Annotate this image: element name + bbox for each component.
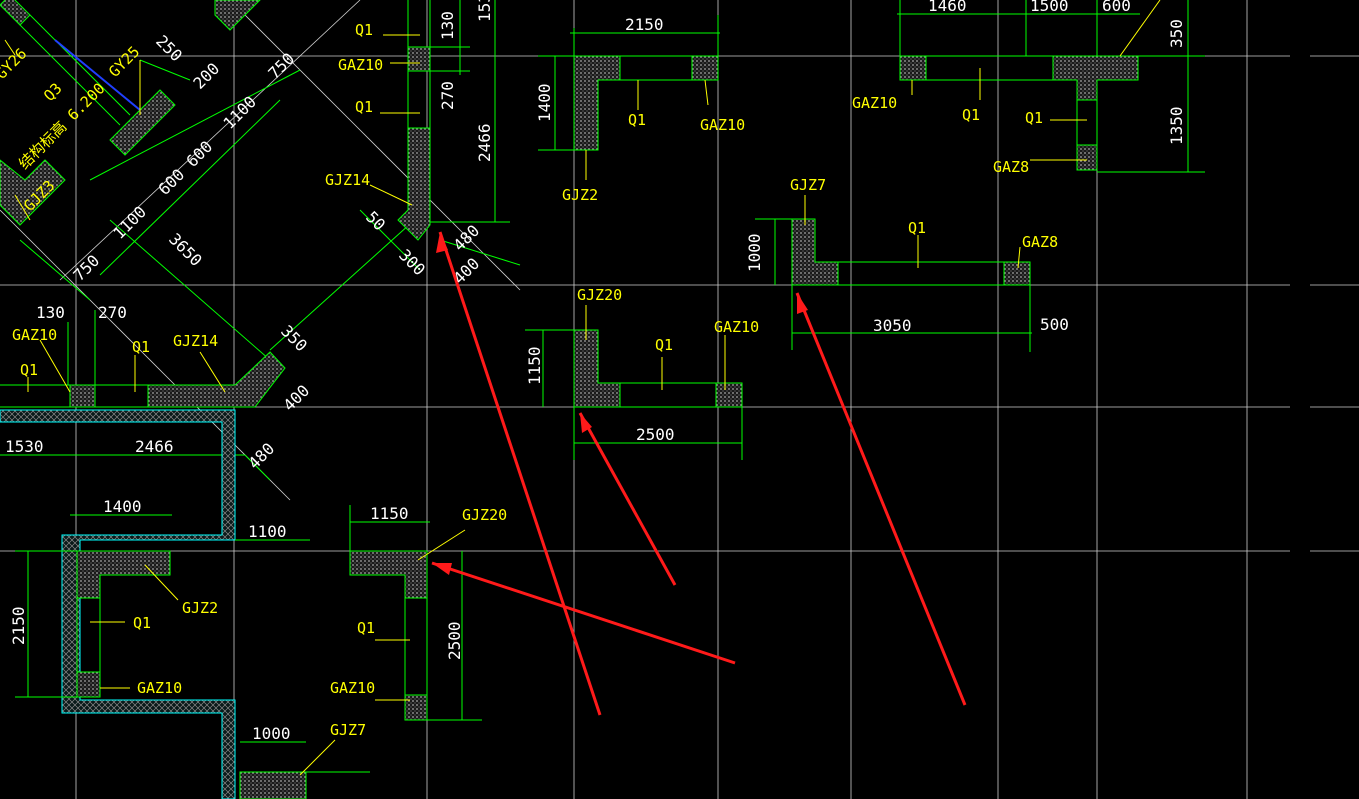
dim-350b: 350 bbox=[277, 321, 311, 355]
dim-3650: 3650 bbox=[165, 229, 206, 270]
label-gjz20-a: GJZ20 bbox=[577, 286, 622, 304]
label-gaz10-a: GAZ10 bbox=[338, 56, 383, 74]
label-q1-e: Q1 bbox=[1025, 109, 1043, 127]
dim-600a: 600 bbox=[182, 137, 216, 171]
dim-750b: 750 bbox=[69, 251, 103, 285]
dim-1400b: 1400 bbox=[103, 497, 142, 516]
dim-400b: 400 bbox=[279, 381, 313, 415]
dim-200: 200 bbox=[189, 59, 223, 93]
column-gjz7-mid bbox=[755, 218, 1032, 352]
column-gjz14-top bbox=[359, 0, 521, 271]
dim-1400a: 1400 bbox=[535, 83, 554, 122]
label-gaz8-a: GAZ8 bbox=[993, 158, 1029, 176]
column-gjz20-bottom bbox=[349, 505, 482, 721]
label-q1-g: Q1 bbox=[655, 336, 673, 354]
label-gaz10-f: GAZ10 bbox=[137, 679, 182, 697]
column-gjz2-bottom bbox=[15, 514, 310, 698]
label-q1-h: Q1 bbox=[20, 361, 38, 379]
label-q3: Q3 bbox=[40, 79, 66, 105]
dim-50: 50 bbox=[362, 207, 389, 234]
label-gjz2-a: GJZ2 bbox=[562, 186, 598, 204]
column-gjz20-mid bbox=[525, 329, 743, 460]
label-gjz14-a: GJZ14 bbox=[325, 171, 370, 189]
label-gaz10-d: GAZ10 bbox=[714, 318, 759, 336]
dim-1530a: 1530 bbox=[475, 0, 494, 22]
dim-130a: 130 bbox=[438, 11, 457, 40]
column-gjz2-top bbox=[538, 15, 720, 151]
label-gaz10-b: GAZ10 bbox=[700, 116, 745, 134]
dim-2466b: 2466 bbox=[135, 437, 174, 456]
dim-270b: 270 bbox=[98, 303, 127, 322]
column-gjz7-bottom bbox=[239, 741, 370, 799]
dim-1460: 1460 bbox=[928, 0, 967, 15]
label-q1-f: Q1 bbox=[908, 219, 926, 237]
label-q1-a: Q1 bbox=[355, 21, 373, 39]
dim-1350: 1350 bbox=[1167, 106, 1186, 145]
dim-1100a: 1100 bbox=[219, 92, 260, 133]
label-q1-j: Q1 bbox=[133, 614, 151, 632]
annotation-arrows bbox=[431, 231, 967, 716]
dim-600c: 600 bbox=[1102, 0, 1131, 15]
dim-480a: 480 bbox=[449, 221, 483, 255]
dim-130b: 130 bbox=[36, 303, 65, 322]
dim-1500: 1500 bbox=[1030, 0, 1069, 15]
dim-1150a: 1150 bbox=[525, 346, 544, 385]
dim-3050: 3050 bbox=[873, 316, 912, 335]
leader-lines bbox=[4, 0, 1161, 776]
cyan-outline-shaft bbox=[0, 409, 236, 799]
label-gy25: GY25 bbox=[105, 43, 143, 81]
dim-2150b: 2150 bbox=[9, 606, 28, 645]
dim-350a: 350 bbox=[1167, 19, 1186, 48]
label-gaz10-e: GAZ10 bbox=[12, 326, 57, 344]
dim-2500a: 2500 bbox=[636, 425, 675, 444]
diagonal-wall-group bbox=[0, 0, 421, 361]
label-q1-k: Q1 bbox=[357, 619, 375, 637]
dim-1100c: 1100 bbox=[248, 522, 287, 541]
label-gjz7-a: GJZ7 bbox=[790, 176, 826, 194]
dim-1530b: 1530 bbox=[5, 437, 44, 456]
dim-1150b: 1150 bbox=[370, 504, 409, 523]
dim-400a: 400 bbox=[449, 254, 483, 288]
dim-1000a: 1000 bbox=[745, 233, 764, 272]
dim-2466a: 2466 bbox=[475, 123, 494, 162]
label-gy26: GY26 bbox=[0, 45, 30, 83]
dim-2150a: 2150 bbox=[625, 15, 664, 34]
column-group-left-mid bbox=[0, 310, 286, 481]
label-gaz10-g: GAZ10 bbox=[330, 679, 375, 697]
label-gjz2-b: GJZ2 bbox=[182, 599, 218, 617]
dim-750a: 750 bbox=[264, 49, 298, 83]
column-group-top-right bbox=[897, 0, 1205, 173]
label-q1-d: Q1 bbox=[962, 106, 980, 124]
dim-2500b: 2500 bbox=[445, 621, 464, 660]
dim-250: 250 bbox=[152, 31, 186, 65]
label-q1-i: Q1 bbox=[132, 338, 150, 356]
label-gjz7-b: GJZ7 bbox=[330, 721, 366, 739]
label-gjz14-b: GJZ14 bbox=[173, 332, 218, 350]
label-gjz20-b: GJZ20 bbox=[462, 506, 507, 524]
dim-480b: 480 bbox=[244, 439, 278, 473]
dim-270a: 270 bbox=[438, 81, 457, 110]
label-q1-b: Q1 bbox=[355, 98, 373, 116]
dim-1000b: 1000 bbox=[252, 724, 291, 743]
label-q1-c: Q1 bbox=[628, 111, 646, 129]
dim-500: 500 bbox=[1040, 315, 1069, 334]
label-gaz8-b: GAZ8 bbox=[1022, 233, 1058, 251]
label-gaz10-c: GAZ10 bbox=[852, 94, 897, 112]
